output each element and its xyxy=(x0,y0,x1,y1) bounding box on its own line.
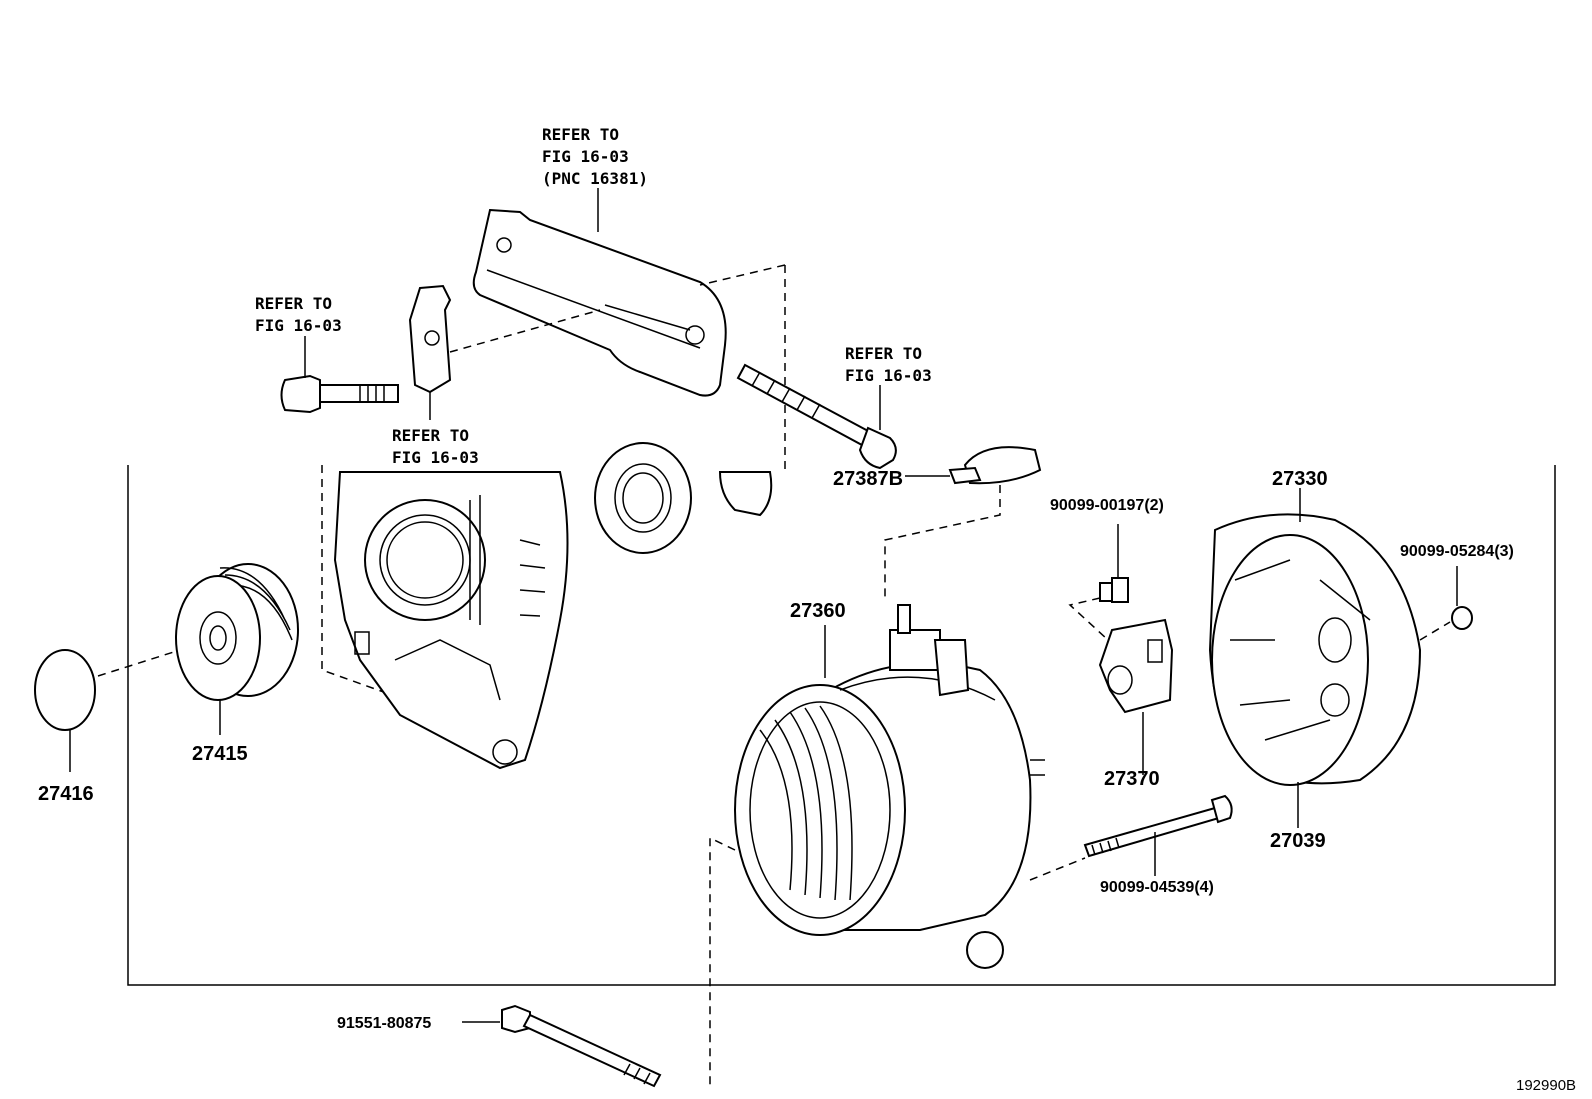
refer-left-bolt-line1: REFER TO xyxy=(255,294,332,313)
pulley-cap xyxy=(34,649,96,731)
refer-top-line2: FIG 16-03 xyxy=(542,147,629,166)
refer-long-bolt-line2: FIG 16-03 xyxy=(845,366,932,385)
pulley xyxy=(175,563,299,701)
drive-end-frame xyxy=(333,471,569,770)
label-90099-04539: 90099-04539(4) xyxy=(1100,879,1214,896)
refer-top-line1: REFER TO xyxy=(542,125,619,144)
refer-long-bolt-line1: REFER TO xyxy=(845,344,922,363)
label-90099-00197: 90099-00197(2) xyxy=(1050,497,1164,514)
refer-bracket-line1: REFER TO xyxy=(392,426,469,445)
voltage-regulator xyxy=(1098,618,1174,714)
terminal-insulator xyxy=(948,446,1042,485)
refer-top-line3: (PNC 16381) xyxy=(542,169,648,188)
rear-cover xyxy=(1208,513,1422,786)
bearing xyxy=(594,442,692,554)
left-bolt xyxy=(280,374,399,414)
label-27360: 27360 xyxy=(790,600,846,622)
top-bracket xyxy=(472,208,727,397)
label-27415: 27415 xyxy=(192,743,248,765)
label-27370: 27370 xyxy=(1104,768,1160,790)
label-27039: 27039 xyxy=(1270,830,1326,852)
refer-bracket-line2: FIG 16-03 xyxy=(392,448,479,467)
nut-05284 xyxy=(1451,606,1473,630)
label-27416: 27416 xyxy=(38,783,94,805)
label-91551-80875: 91551-80875 xyxy=(337,1015,431,1032)
label-90099-05284: 90099-05284(3) xyxy=(1400,543,1514,560)
label-27387B: 27387B xyxy=(833,468,903,490)
small-bracket xyxy=(408,284,452,394)
screw-00197 xyxy=(1099,577,1129,603)
mount-bracket-sliver xyxy=(718,471,773,517)
figure-id: 192990B xyxy=(1516,1077,1576,1094)
refer-left-bolt-line2: FIG 16-03 xyxy=(255,316,342,335)
through-bolt-04539 xyxy=(1083,794,1233,858)
long-bolt xyxy=(736,363,897,470)
bolt-80875 xyxy=(501,1004,662,1088)
rear-end-frame xyxy=(734,604,1045,969)
assembly-frame xyxy=(127,465,1556,986)
label-27330: 27330 xyxy=(1272,468,1328,490)
